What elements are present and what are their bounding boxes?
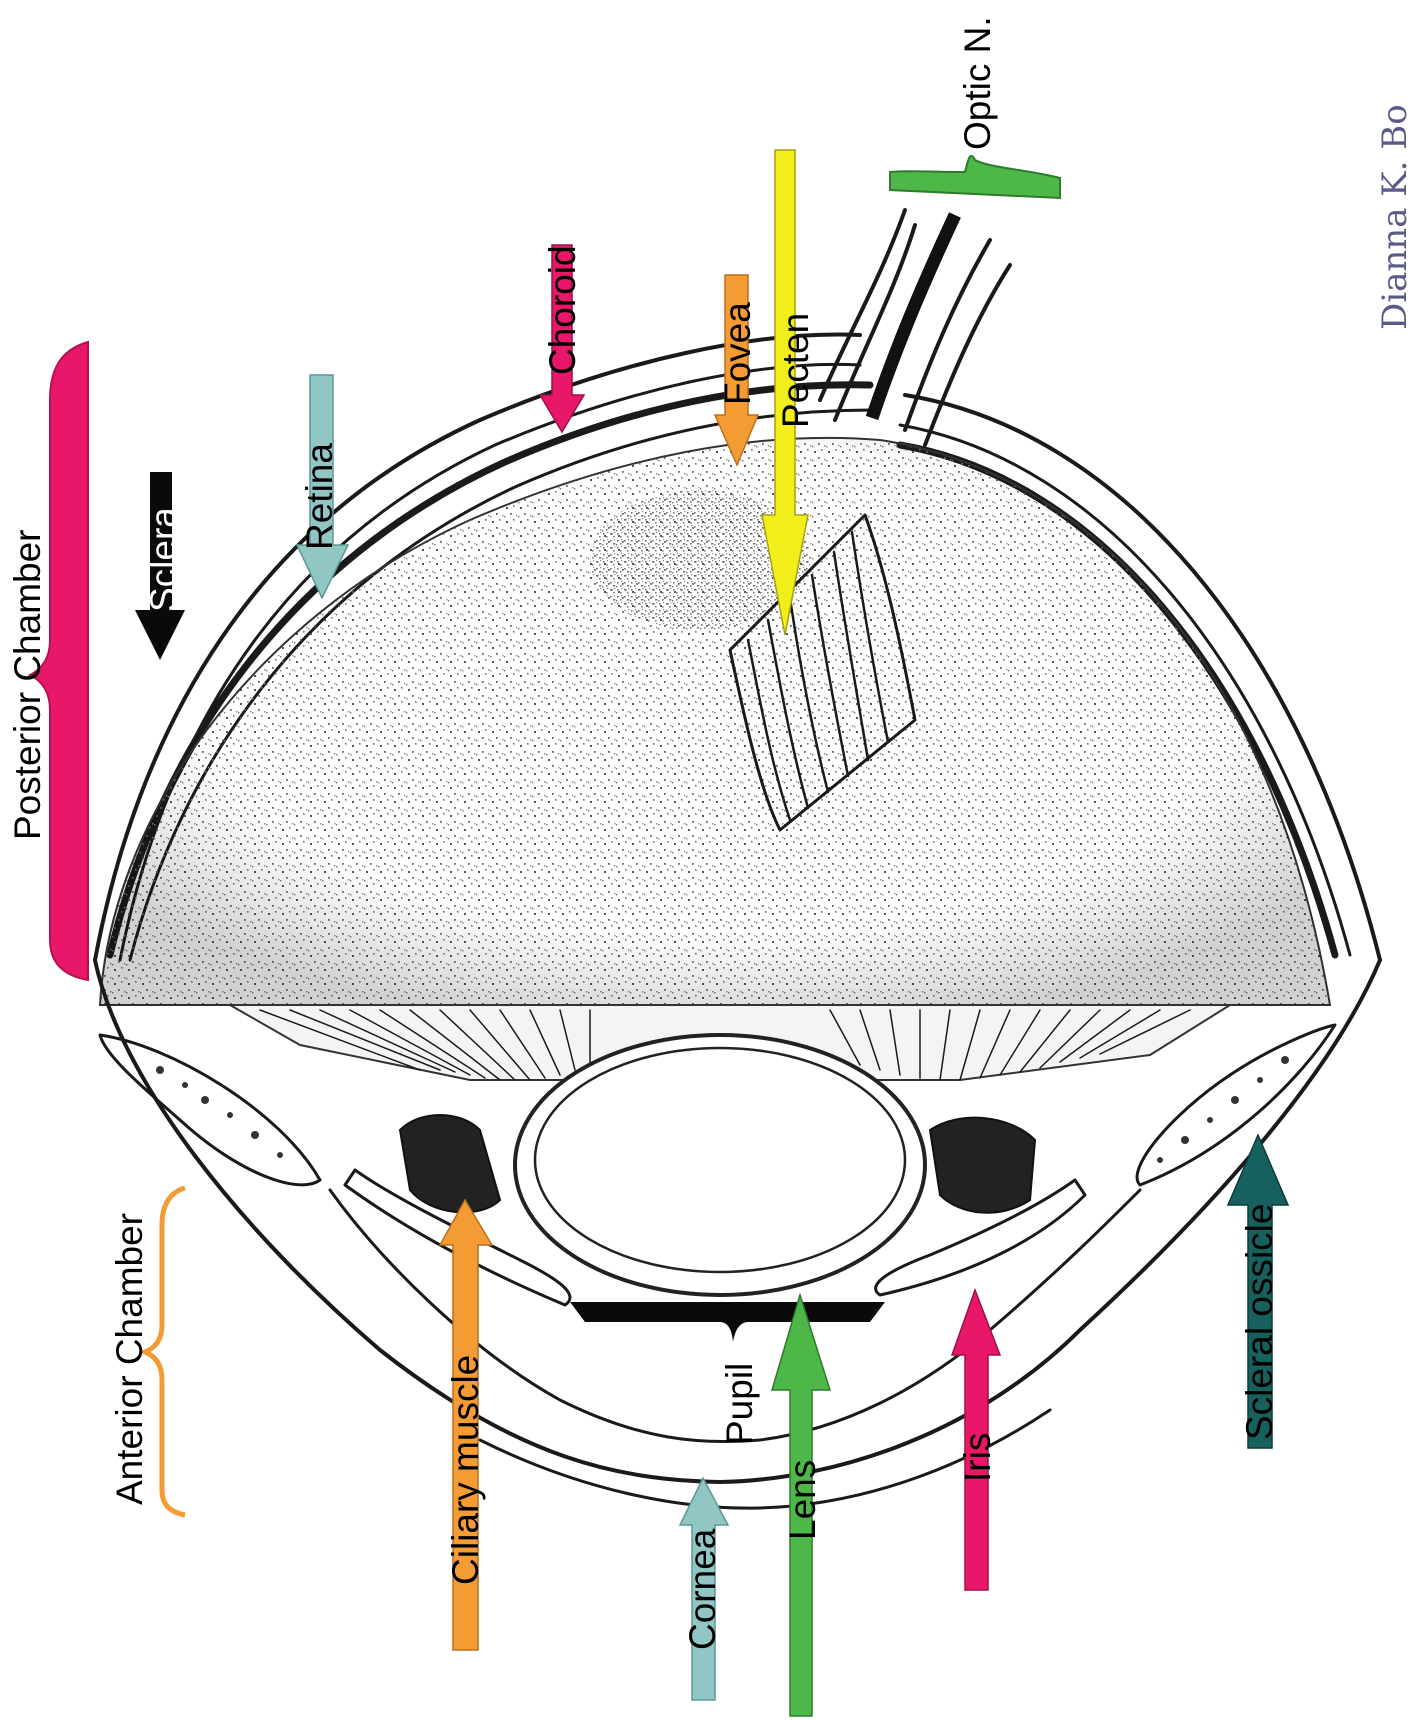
scleral-ossicle-arrow: Scleral ossicle — [1228, 1135, 1288, 1448]
optic-nerve-core — [872, 215, 955, 418]
fovea-arrow: Fovea — [715, 275, 758, 465]
choroid-label: Choroid — [542, 245, 583, 375]
optic-n-bracket — [890, 156, 1060, 198]
ossicle-right — [1137, 1025, 1335, 1185]
pupil-bracket — [570, 1302, 885, 1342]
sclera-label: Sclera — [143, 507, 184, 612]
pupil-label: Pupil — [719, 1363, 760, 1445]
lens-label: Lens — [782, 1460, 823, 1540]
cornea-label: Cornea — [682, 1528, 723, 1650]
optic-n-label: Optic N. — [957, 16, 998, 150]
lens-shape — [515, 1035, 925, 1295]
iris-arrow: Iris — [952, 1290, 1000, 1590]
optic-n-marker: Optic N. — [890, 16, 1060, 198]
iris-label: Iris — [957, 1433, 998, 1482]
anterior-chamber-marker: Anterior Chamber — [109, 1188, 185, 1515]
anterior-chamber-label: Anterior Chamber — [109, 1213, 150, 1505]
ciliary-muscle-right — [930, 1118, 1035, 1213]
ciliary-muscle-left — [400, 1115, 500, 1212]
cornea-arrow: Cornea — [680, 1478, 728, 1700]
posterior-chamber-label: Posterior Chamber — [7, 529, 48, 840]
optic-nerve-right — [905, 240, 1010, 445]
sclera-arrow: Sclera — [135, 472, 185, 660]
retina-label: Retina — [299, 443, 340, 550]
pecten-label: Pecten — [775, 313, 816, 428]
posterior-chamber-marker: Posterior Chamber — [7, 342, 88, 980]
choroid-arrow: Choroid — [540, 245, 584, 432]
fovea-label: Fovea — [717, 302, 758, 405]
anterior-chamber-bracket — [145, 1188, 185, 1515]
credit-watermark: Dianna K. Bo — [1375, 104, 1411, 330]
ciliary-muscle-label: Ciliary muscle — [445, 1355, 486, 1585]
scleral-ossicle-label: Scleral ossicle — [1239, 1204, 1280, 1440]
optic-nerve-left — [820, 210, 915, 420]
